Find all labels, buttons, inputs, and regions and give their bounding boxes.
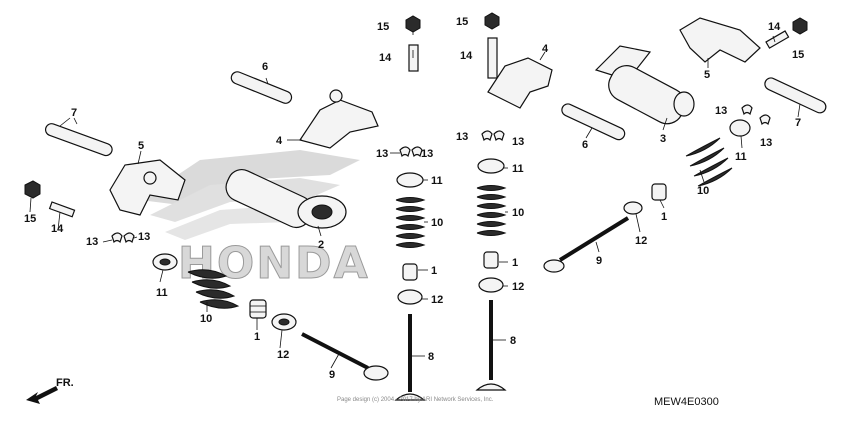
valve-right [543,216,630,273]
label-13-mid-a: 13 [376,148,388,160]
adjusting-screw-midleft [408,44,419,72]
label-6-center-right: 6 [582,139,588,151]
label-13-left-b: 13 [138,231,150,243]
nut-midleft [405,15,421,33]
label-1-left: 1 [254,331,260,343]
stem-seal-center-left [402,263,418,281]
label-12-center-left: 12 [431,294,443,306]
rocker-shaft-left [44,117,113,157]
valve-center-left [394,314,426,401]
adjusting-screw-center-right [487,37,498,79]
valve-center-right [475,300,507,391]
label-15-right: 15 [792,49,804,61]
adjusting-screw-right [765,30,790,49]
valve-spring-center-right [476,185,507,236]
spring-seat-right [623,201,643,215]
callout-labels: 7 5 15 14 13 13 11 10 1 12 9 2 6 4 15 14… [24,16,804,381]
label-12-right: 12 [635,235,647,247]
rocker-arm-center-right [487,57,553,109]
spring-seat-left [271,313,297,331]
label-1-center-left: 1 [431,265,437,277]
label-14-center-right: 14 [460,50,473,62]
label-7-right: 7 [795,117,801,129]
stem-seal-left [249,299,267,319]
label-12-left: 12 [277,349,289,361]
valve-cotters-right [741,104,771,126]
label-12-center-right: 12 [512,281,524,293]
rocker-arm-left [109,159,186,216]
label-11-center-left: 11 [431,175,443,187]
valve-spring-right [685,137,733,187]
spring-retainer-right [729,119,751,137]
label-4-center-right: 4 [542,43,549,55]
spring-retainer-center-left [396,172,424,188]
front-label: FR. [56,377,74,389]
front-direction-arrow: FR. [26,377,74,404]
spring-seat-center-left [397,289,423,305]
label-5-left: 5 [138,140,144,152]
label-15-center-right: 15 [456,16,468,28]
label-3: 3 [660,133,666,145]
label-13-right-a: 13 [715,105,727,117]
label-5-right: 5 [704,69,710,81]
valve-cotters-left [111,232,135,244]
label-4-left: 4 [276,135,283,147]
valve-spring-center-left [395,197,426,248]
label-14-right: 14 [768,21,781,33]
diagram-code: MEW4E0300 [654,396,719,408]
rocker-shaft-right [764,77,827,114]
spring-retainer-center-right [477,158,505,174]
label-13-left-a: 13 [86,236,98,248]
rocker-arm-midleft [299,89,379,149]
nut-left [24,180,41,199]
label-13-right-b: 13 [760,137,772,149]
label-15-midleft: 15 [377,21,389,33]
nut-right [792,17,808,35]
label-10-center-left: 10 [431,217,443,229]
copyright-text: Page design (c) 2004 - 2017 by ARI Netwo… [337,397,494,403]
adjusting-screw-left [48,201,76,218]
rocker-arm-right [679,17,761,63]
label-13-center-right-a: 13 [456,131,468,143]
label-8-center-right: 8 [510,335,516,347]
valve-spring-left [187,269,240,309]
label-9-left: 9 [329,369,335,381]
spring-seat-center-right [478,277,504,293]
rocker-shaft-center-right [561,103,626,141]
label-14-midleft: 14 [379,52,392,64]
label-11-right: 11 [735,151,747,163]
camshaft-right [594,45,695,125]
leader-lines [29,32,801,369]
stem-seal-right [651,183,667,201]
label-14-left: 14 [51,223,64,235]
label-10-center-right: 10 [512,207,524,219]
valve-cotters-mid [399,146,423,158]
label-13-center-right-b: 13 [512,136,524,148]
label-11-center-right: 11 [512,163,524,175]
label-2: 2 [318,239,324,251]
label-13-mid-b: 13 [421,148,433,160]
label-8-center-left: 8 [428,351,434,363]
label-15-left: 15 [24,213,36,225]
stem-seal-center-right [483,251,499,269]
label-10-left: 10 [200,313,212,325]
valve-left [301,332,389,381]
nut-center-right [484,12,500,30]
spring-retainer-left [152,253,178,271]
label-1-right: 1 [661,211,667,223]
label-1-center-right: 1 [512,257,518,269]
label-9-right: 9 [596,255,602,267]
label-10-right: 10 [697,185,709,197]
camshaft-left [225,169,347,229]
label-11-left: 11 [156,287,168,299]
label-7-left: 7 [71,107,77,119]
rocker-shaft-midleft [230,71,293,104]
valve-cotters-center-right [481,130,505,142]
label-6-left: 6 [262,61,268,73]
